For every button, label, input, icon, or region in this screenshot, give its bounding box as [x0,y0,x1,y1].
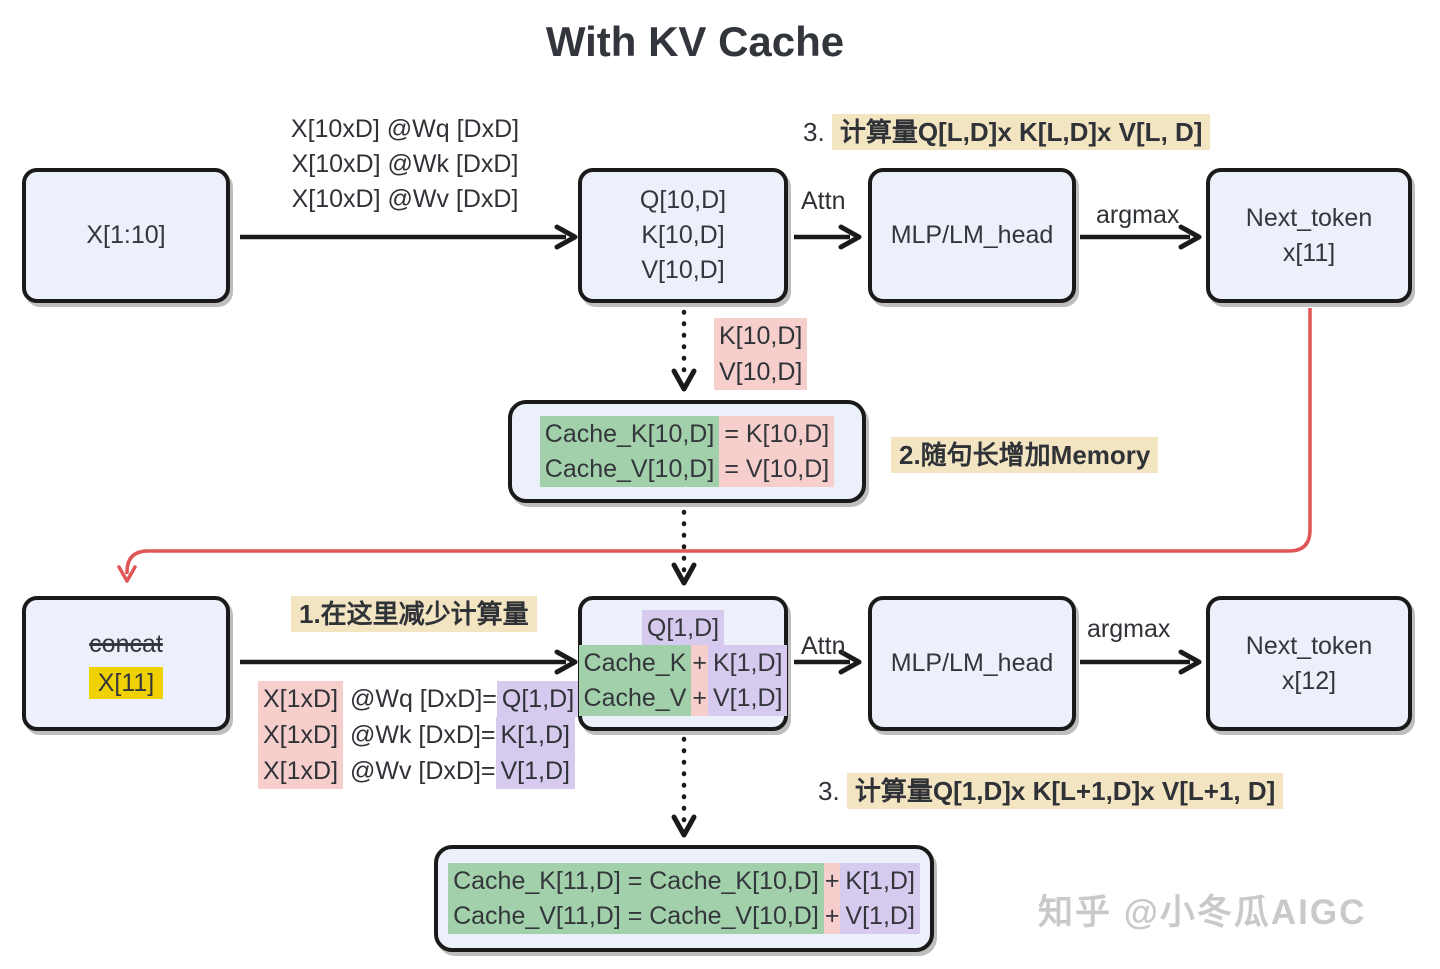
page-title: With KV Cache [545,18,845,65]
next-token-label-2: Next_token [1245,631,1373,660]
matmul-wk-label: X[10xD] @Wk [DxD] [291,150,519,178]
cache-k-plus-line: Cache_K+K[1,D] [578,645,788,681]
cache-k-update-plus: + [823,862,841,899]
next-token-index: x[11] [1282,238,1336,267]
matmul-wq-row2: X[1xD] @Wq [DxD]=Q[1,D] [258,681,580,717]
matmul-wk-row2: X[1xD] @Wk [DxD]=K[1,D] [258,717,579,753]
wv-mid-label: @Wv [DxD]= [343,757,496,785]
plus-v-seg: + [691,680,708,716]
red-feedback-arrow-next-token-to-concat [117,308,1312,583]
x1xd-label-1: X[1xD] [258,681,344,717]
q1d-out-label: Q[1,D] [496,681,580,717]
cache-v-update-line: Cache_V[11,D] = Cache_V[10,D]+V[1,D] [448,897,920,934]
cache-v-lhs: Cache_V[10,D] [539,450,720,487]
note-compute-row1-prefix: 3. [803,117,832,147]
next-token-label: Next_token [1245,203,1373,232]
attn-label-row2: Attn [801,632,846,660]
cache-box-row2: Cache_K[11,D] = Cache_K[10,D]+K[1,D] Cac… [434,845,934,952]
note-compute-reduction: 1.在这里减少计算量 [291,596,537,632]
mlp-label: MLP/LM_head [890,221,1054,249]
concat-box: concat X[11] [22,596,230,731]
mlp-lm-head-box-row1: MLP/LM_head [868,168,1076,303]
mlp-lm-head-box-row2: MLP/LM_head [868,596,1076,731]
matmul-wv-row2: X[1xD] @Wv [DxD]=V[1,D] [258,753,579,789]
cache-k-rhs: = K[10,D] [719,415,835,452]
cache-v-rhs: = V[10,D] [719,450,835,487]
input-label: X[1:10] [86,221,166,249]
matmul-wq-label: X[10xD] @Wq [DxD] [290,115,520,143]
concat-label: concat [89,629,163,658]
argmax-label-row2: argmax [1087,615,1171,643]
cache-v-seg: Cache_V [578,680,692,716]
argmax-label-row1: argmax [1096,201,1180,229]
k-label: K[10,D] [641,221,725,249]
cache-v-update-new: V[1,D] [840,897,920,934]
wk-mid-label: @Wk [DxD]= [343,721,496,749]
matmul-labels-row1: X[10xD] @Wq [DxD] X[10xD] @Wk [DxD] X[10… [250,112,560,217]
v10d-label: V[10,D] [714,354,808,390]
note-memory: 2.随句长增加Memory [891,437,1159,473]
note-compute-row2: 3. 计算量Q[1,D]x K[L+1,D]x V[L+1, D] [818,773,1284,809]
cache-v-line: Cache_V[10,D]= V[10,D] [539,450,835,487]
plus-k-seg: + [691,645,708,681]
wq-mid-label: @Wq [DxD]= [343,685,497,713]
cache-k-update-new: K[1,D] [840,862,920,899]
cache-v-update-lhs: Cache_V[11,D] = Cache_V[10,D] [448,897,824,934]
matmul-wv-label: X[10xD] @Wv [DxD] [291,185,519,213]
cache-v-update-plus: + [823,897,841,934]
matmul-labels-row2: X[1xD] @Wq [DxD]=Q[1,D] X[1xD] @Wk [DxD]… [258,681,580,789]
note-compute-row1-text: 计算量Q[L,D]x K[L,D]x V[L, D] [831,114,1211,150]
next-token-box-x12: Next_token x[12] [1206,596,1412,731]
next-token-box-x11: Next_token x[11] [1206,168,1412,303]
x1xd-label-2: X[1xD] [258,717,344,753]
attn-label-row1: Attn [801,187,846,215]
v1d-seg: V[1,D] [708,680,788,716]
cache-k-update-lhs: Cache_K[11,D] = Cache_K[10,D] [448,862,824,899]
v-label: V[10,D] [641,256,725,284]
k1d-out-label: K[1,D] [495,717,575,753]
watermark: 知乎 @小冬瓜AIGC [1038,893,1367,932]
note-memory-text: 2.随句长增加Memory [891,437,1159,473]
cache-box-row1: Cache_K[10,D]= K[10,D] Cache_V[10,D]= V[… [508,400,866,503]
x11-input-label: X[11] [88,666,164,699]
q1d-line: Q[1,D] [641,610,725,646]
kv-cache-input-labels: K[10,D] V[10,D] [714,318,808,390]
cache-v-plus-line: Cache_V+V[1,D] [578,680,788,716]
note-compute-reduction-text: 1.在这里减少计算量 [291,596,537,632]
qkv-box-row1: Q[10,D] K[10,D] V[10,D] [578,168,788,303]
next-token-index-2: x[12] [1281,666,1337,695]
v1d-out-label: V[1,D] [495,753,575,789]
cache-k-lhs: Cache_K[10,D] [539,415,720,452]
qkv-box-row2: Q[1,D] Cache_K+K[1,D] Cache_V+V[1,D] [578,596,788,731]
cache-k-seg: Cache_K [578,645,692,681]
mlp-label-2: MLP/LM_head [890,649,1054,677]
input-box-x1-10: X[1:10] [22,168,230,303]
note-compute-row1: 3. 计算量Q[L,D]x K[L,D]x V[L, D] [803,114,1211,150]
k10d-label: K[10,D] [714,318,808,354]
q1d-label: Q[1,D] [641,610,725,646]
k1d-seg: K[1,D] [708,645,788,681]
x1xd-label-3: X[1xD] [258,753,344,789]
cache-k-update-line: Cache_K[11,D] = Cache_K[10,D]+K[1,D] [448,862,920,899]
note-compute-row2-text: 计算量Q[1,D]x K[L+1,D]x V[L+1, D] [846,773,1284,809]
note-compute-row2-prefix: 3. [818,776,847,806]
q-label: Q[10,D] [639,186,727,214]
cache-k-line: Cache_K[10,D]= K[10,D] [539,415,835,452]
